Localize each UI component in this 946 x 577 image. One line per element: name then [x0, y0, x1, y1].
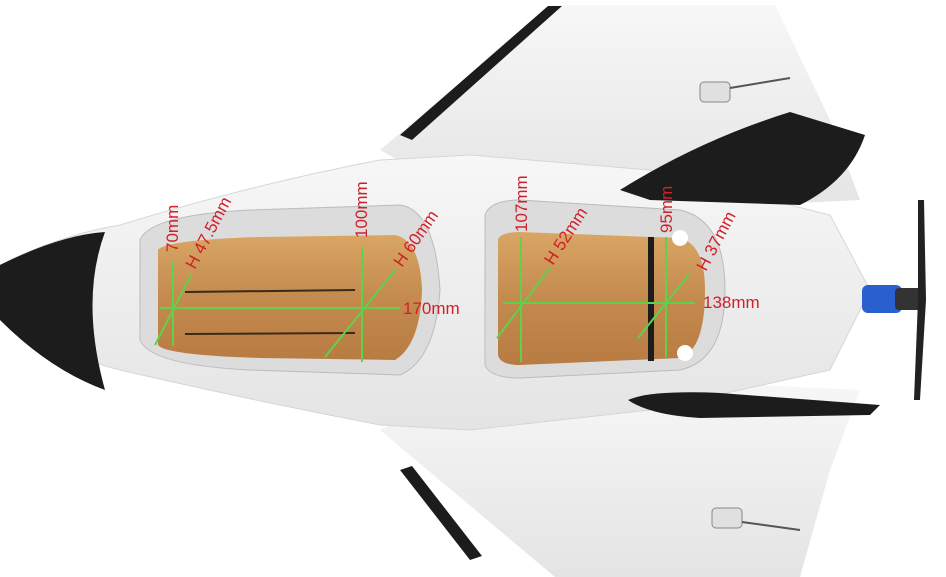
servo-bottom — [711, 507, 743, 529]
front-bay-width-label: 70mm — [163, 205, 182, 252]
top-wing-stripe — [400, 6, 562, 140]
rear-bay-width-front-label: 107mm — [512, 175, 531, 232]
rear-bay-width-rear-label: 95mm — [657, 186, 676, 233]
rear-bay-floor — [498, 232, 705, 365]
bottom-fin — [628, 392, 880, 418]
propeller — [914, 200, 926, 400]
motor-mount — [895, 288, 925, 310]
motor — [862, 285, 902, 313]
rear-bay-length-label: 138mm — [703, 293, 760, 312]
front-bay-width-rear-label: 100mm — [352, 181, 371, 238]
top-fin — [620, 112, 865, 205]
servo-top — [699, 81, 731, 103]
front-bay-floor — [158, 235, 422, 360]
front-bay-length-label: 170mm — [403, 299, 460, 318]
bottom-wing-stripe — [400, 466, 482, 560]
nose-cone — [0, 232, 105, 390]
